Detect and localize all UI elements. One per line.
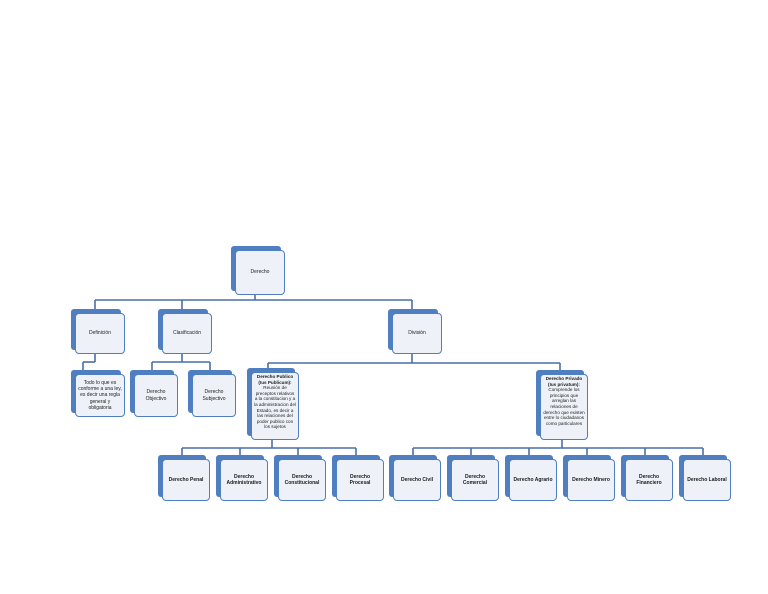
node-derecho-civil: Derecho Civil <box>389 455 441 501</box>
node-derecho-publico: Derecho Publico (Ius Publicum): Reunión … <box>247 368 299 440</box>
node-derecho-objectivo: Derecho Objectivo <box>130 370 178 417</box>
derecho-privado-title: Derecho Privado (Ius privatum): <box>545 376 583 387</box>
node-derecho-penal-label: Derecho Penal <box>168 476 204 483</box>
node-derecho-procesal-label: Derecho Procesal <box>349 473 371 486</box>
node-derecho-penal: Derecho Penal <box>158 455 210 501</box>
node-derecho-privado: Derecho Privado (Ius privatum): Comprend… <box>536 370 588 440</box>
node-derecho-financiero-label: Derecho Financiero <box>636 473 662 486</box>
node-derecho-administrativo: Derecho Administrativo <box>216 455 268 501</box>
node-derecho-label: Derecho <box>250 269 270 276</box>
node-definicion-text-label: Todo lo que es conforme a una ley, es de… <box>78 379 122 411</box>
node-derecho-subjectivo: Derecho Subjectivo <box>188 370 236 417</box>
node-definicion-text: Todo lo que es conforme a una ley, es de… <box>71 370 125 417</box>
node-derecho-constitucional-label: Derecho Constitucional <box>284 473 320 486</box>
node-division: División <box>388 309 442 354</box>
node-derecho-minero-label: Derecho Minero <box>572 476 610 483</box>
node-derecho-minero: Derecho Minero <box>563 455 615 501</box>
node-clasificacion: Clasificación <box>158 309 212 354</box>
node-derecho-financiero: Derecho Financiero <box>621 455 673 501</box>
derecho-privado-text: Comprende los principios que arreglan la… <box>543 387 585 426</box>
node-derecho-agrario-label: Derecho Agrario <box>513 476 553 483</box>
node-derecho-privado-label: Derecho Privado (Ius privatum): Comprend… <box>543 376 585 426</box>
derecho-publico-text: Reunión de preceptos relativos a la cons… <box>254 385 296 430</box>
node-derecho-procesal: Derecho Procesal <box>332 455 384 501</box>
node-derecho-comercial-label: Derecho Comercial <box>462 473 488 486</box>
node-derecho-agrario: Derecho Agrario <box>505 455 557 501</box>
node-derecho-administrativo-label: Derecho Administrativo <box>226 473 262 486</box>
node-definicion-label: Definición <box>89 330 111 337</box>
node-derecho-constitucional: Derecho Constitucional <box>274 455 326 501</box>
node-derecho-civil-label: Derecho Civil <box>401 476 433 483</box>
node-division-label: División <box>408 330 426 337</box>
node-derecho-comercial: Derecho Comercial <box>447 455 499 501</box>
node-derecho: Derecho <box>231 246 285 295</box>
node-derecho-laboral: Derecho Laboral <box>679 455 731 501</box>
derecho-publico-title: Derecho Publico (Ius Publicum): <box>256 374 294 385</box>
node-derecho-laboral-label: Derecho Laboral <box>687 476 727 483</box>
node-derecho-subjectivo-label: Derecho Subjectivo <box>202 389 226 402</box>
node-derecho-publico-label: Derecho Publico (Ius Publicum): Reunión … <box>254 374 296 430</box>
node-derecho-objectivo-label: Derecho Objectivo <box>145 389 167 402</box>
node-clasificacion-label: Clasificación <box>172 330 202 337</box>
node-definicion: Definición <box>71 309 125 354</box>
